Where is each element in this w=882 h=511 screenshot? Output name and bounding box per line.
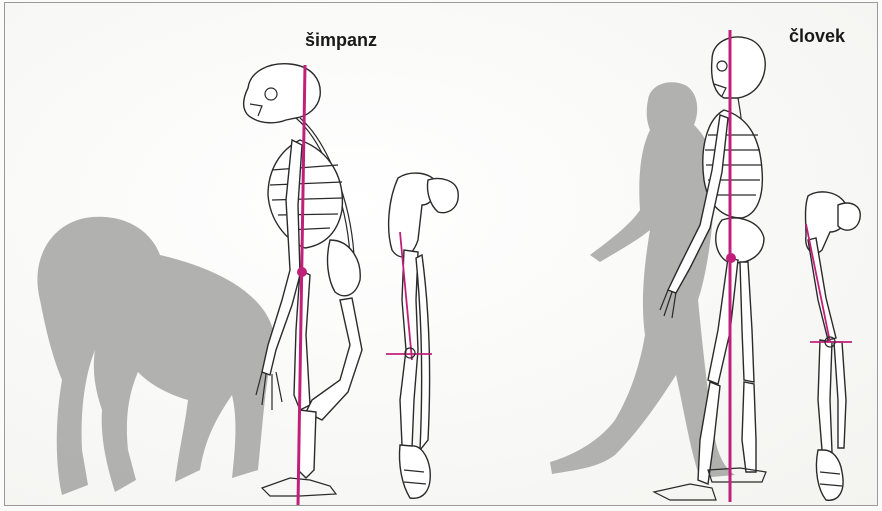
human-skull xyxy=(712,37,766,98)
chimpanzee-skull xyxy=(244,64,321,123)
chimpanzee-leg-detail xyxy=(386,173,458,498)
chimpanzee-shadow xyxy=(37,217,275,495)
human-leg-detail xyxy=(806,192,861,500)
human-femur-front xyxy=(740,262,754,382)
chimpanzee-hip-joint xyxy=(297,267,307,277)
chimpanzee-pelvis xyxy=(328,240,361,296)
human-label: človek xyxy=(789,26,845,47)
chimpanzee-skeleton xyxy=(244,64,362,505)
chimpanzee-label: šimpanz xyxy=(305,30,377,51)
chimpanzee-tibia xyxy=(306,298,362,420)
human-pelvis xyxy=(716,218,764,263)
human-femur-back xyxy=(708,258,738,384)
human-hip-joint xyxy=(726,253,736,263)
chimpanzee-ribcage xyxy=(268,140,342,248)
